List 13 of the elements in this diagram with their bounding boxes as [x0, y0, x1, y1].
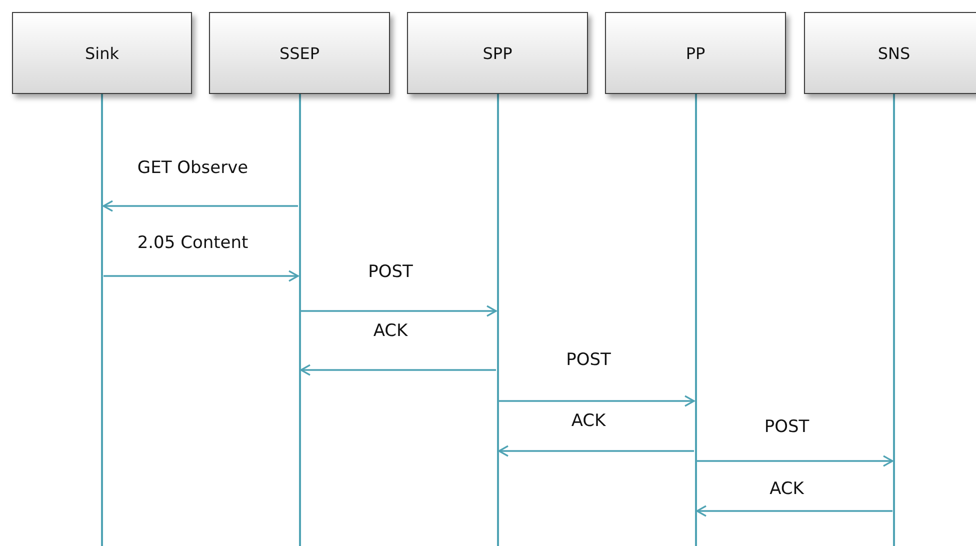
arrow — [696, 505, 892, 517]
participant-name: SPP — [482, 44, 512, 62]
participant-name: SNS — [878, 44, 910, 62]
arrow — [498, 445, 694, 457]
arrow — [300, 364, 496, 376]
participant-name: SSEP — [279, 44, 320, 62]
arrow — [499, 395, 695, 407]
participant-name: Sink — [84, 44, 119, 62]
arrow — [102, 200, 298, 212]
arrow — [697, 455, 894, 467]
arrow — [301, 305, 497, 317]
arrow — [104, 270, 299, 282]
participant-name: PP — [686, 44, 706, 62]
